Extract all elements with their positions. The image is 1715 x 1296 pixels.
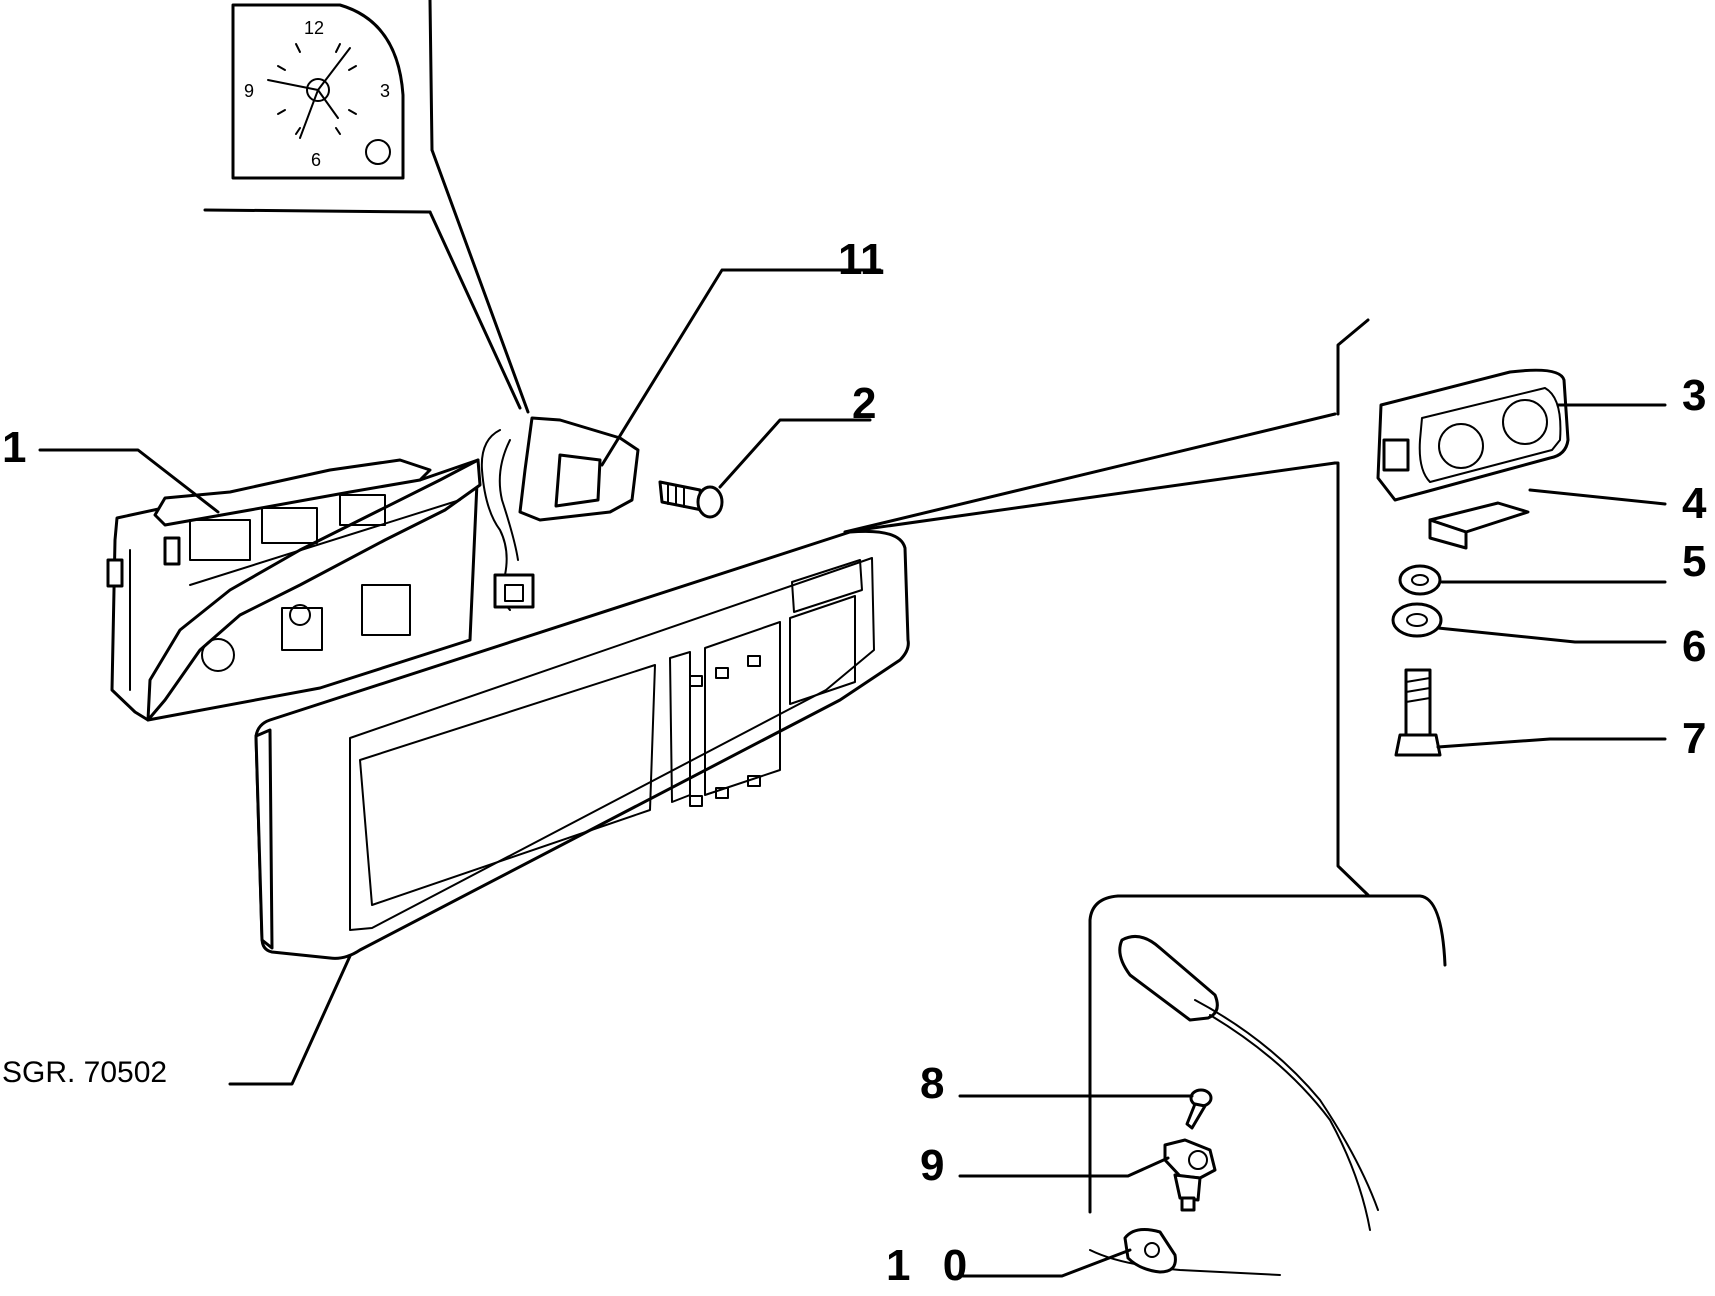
callout-11: 11	[838, 235, 885, 284]
switch	[1376, 368, 1570, 502]
clock-leader-b	[430, 148, 530, 414]
callout-3: 3	[1682, 371, 1706, 420]
nut	[1398, 564, 1442, 596]
clock-number-3: 3	[380, 81, 390, 101]
bezel-leader-upper	[843, 412, 1337, 534]
leader-1	[38, 448, 220, 514]
group-bracket-b	[1333, 461, 1370, 897]
callout-10: 1 0	[886, 1241, 977, 1290]
clock-leader-a	[428, 0, 434, 152]
small-screw	[1185, 1088, 1213, 1130]
screw	[658, 480, 724, 519]
leader-6	[1436, 626, 1667, 644]
callout-1: 1	[2, 423, 26, 472]
clock-number-9: 9	[244, 81, 254, 101]
leader-11	[600, 268, 882, 467]
bezel-leader-lower	[843, 461, 1337, 534]
dash-bezel	[254, 529, 910, 960]
clock-leader-d	[428, 210, 522, 410]
cable-assembly	[1088, 894, 1447, 1276]
callout-7: 7	[1682, 714, 1706, 763]
leader-7	[1436, 737, 1667, 749]
sensor	[1163, 1138, 1217, 1212]
leader-9	[958, 1156, 1170, 1178]
leader-10	[958, 1248, 1132, 1278]
callout-5: 5	[1682, 537, 1706, 586]
clip	[1428, 501, 1530, 550]
washer	[1391, 602, 1443, 638]
clock-face: 12 3 6 9	[231, 3, 405, 180]
callout-9: 9	[920, 1141, 944, 1190]
leader-2	[718, 418, 872, 489]
callout-4: 4	[1682, 479, 1707, 528]
leader-4	[1528, 488, 1667, 506]
leader-drawing-code	[228, 954, 352, 1086]
clock-number-6: 6	[311, 150, 321, 170]
instrument-cluster	[106, 458, 482, 722]
connector	[480, 416, 640, 611]
bolt	[1394, 668, 1442, 757]
grommet	[1123, 1228, 1177, 1274]
drawing-code: SGR. 70502	[2, 1056, 167, 1089]
clock-number-12: 12	[304, 18, 324, 38]
clock-leader-c	[203, 208, 432, 214]
callout-8: 8	[920, 1059, 944, 1108]
callout-2: 2	[852, 379, 876, 428]
callout-6: 6	[1682, 622, 1706, 671]
group-bracket	[1336, 318, 1370, 416]
